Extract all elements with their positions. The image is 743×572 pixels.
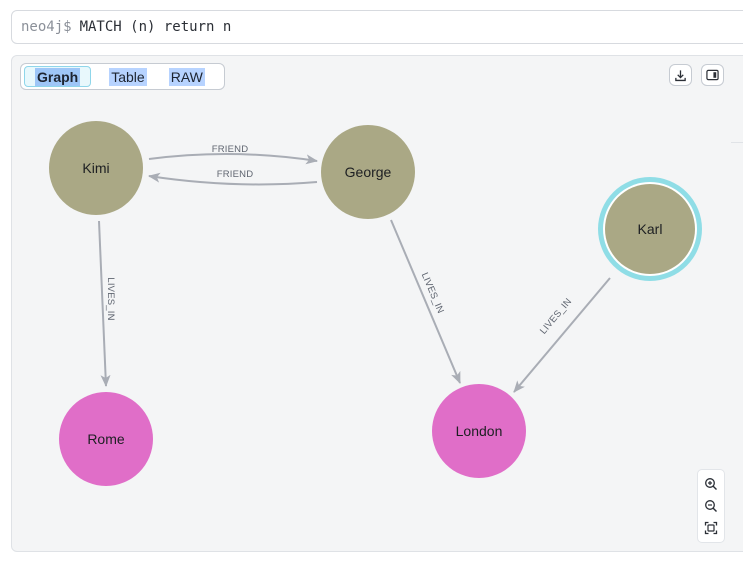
query-text[interactable]: MATCH (n) return n — [79, 19, 232, 35]
tab-raw[interactable]: RAW — [168, 67, 205, 86]
side-panel-button[interactable] — [701, 64, 724, 86]
tab-graph[interactable]: Graph — [24, 66, 92, 87]
relationship-george-livesin-london[interactable] — [390, 219, 461, 384]
tab-table[interactable]: Table — [109, 67, 147, 86]
node-label-rome: Rome — [87, 431, 125, 447]
query-editor[interactable]: neo4j$ MATCH (n) return n — [11, 10, 743, 44]
relationship-kimi-friend-george[interactable] — [148, 152, 318, 165]
node-label-kimi: Kimi — [82, 160, 109, 176]
node-london[interactable]: London — [432, 384, 526, 478]
relationship-label-livesin-1: LIVES_IN — [105, 277, 116, 320]
view-mode-tabs: Graph Table RAW — [20, 63, 225, 90]
download-icon — [675, 69, 686, 81]
download-button[interactable] — [669, 64, 692, 86]
zoom-in-button[interactable] — [701, 474, 721, 494]
relationship-label-friend-1: FRIEND — [212, 144, 249, 155]
node-label-george: George — [345, 164, 392, 180]
relationship-karl-livesin-london[interactable] — [513, 277, 611, 393]
result-frame: FRIEND FRIEND LIVES_IN LIVES_IN LIVES_IN… — [11, 55, 743, 552]
zoom-controls — [697, 469, 725, 543]
relationship-label-friend-2: FRIEND — [217, 169, 254, 180]
fit-view-icon — [704, 521, 718, 535]
node-kimi[interactable]: Kimi — [49, 121, 143, 215]
graph-canvas[interactable]: FRIEND FRIEND LIVES_IN LIVES_IN LIVES_IN… — [12, 56, 743, 552]
node-rome[interactable]: Rome — [59, 392, 153, 486]
relationship-george-friend-kimi[interactable] — [148, 172, 318, 186]
side-panel-icon — [706, 69, 719, 81]
zoom-out-icon — [705, 500, 717, 512]
zoom-out-button[interactable] — [701, 496, 721, 516]
node-label-karl: Karl — [638, 221, 663, 237]
node-karl[interactable]: Karl — [598, 177, 702, 281]
node-label-london: London — [456, 423, 503, 439]
query-prompt: neo4j$ — [21, 19, 72, 35]
zoom-in-icon — [705, 478, 717, 490]
fit-view-button[interactable] — [701, 518, 721, 538]
relationship-kimi-livesin-rome[interactable] — [98, 220, 111, 387]
panel-divider — [731, 142, 743, 143]
node-george[interactable]: George — [321, 125, 415, 219]
relationship-label-livesin-3: LIVES_IN — [538, 296, 574, 336]
